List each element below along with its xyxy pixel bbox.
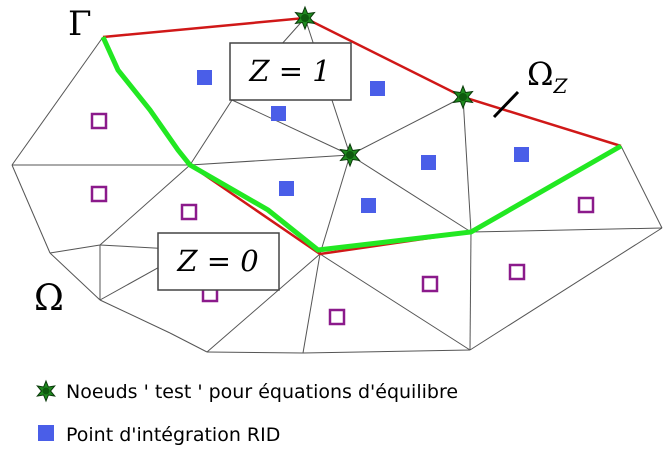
rid-point (370, 81, 385, 96)
omega-z-label: ΩZ (527, 55, 569, 98)
rid-points (197, 70, 529, 213)
integration-point-outside (90, 185, 108, 203)
z1-label: Z = 1 (248, 54, 330, 88)
integration-point-outside (421, 275, 439, 293)
rid-point (421, 155, 436, 170)
rid-point (361, 198, 376, 213)
rid-point (514, 147, 529, 162)
gamma-label: Γ (68, 4, 92, 44)
rid-point (271, 106, 286, 121)
legend-rid-point-label: Point d'intégration RID (66, 424, 280, 446)
rid-point (279, 181, 294, 196)
legend-blue-square-icon (38, 425, 54, 441)
z0-label-box: Z = 0 (157, 232, 280, 291)
rid-point (197, 70, 212, 85)
z1-label-box: Z = 1 (229, 42, 352, 101)
integration-point-outside (90, 112, 108, 130)
z0-label: Z = 0 (176, 244, 258, 278)
integration-point-outside (180, 203, 198, 221)
omega-label: Ω (34, 278, 64, 319)
gamma-boundary-green (100, 35, 623, 253)
test-node-star (452, 84, 474, 110)
test-nodes (294, 5, 474, 168)
other-points (90, 112, 595, 326)
legend: Noeuds ' test ' pour équations d'équilib… (36, 379, 458, 446)
rid-boundary-red (102, 16, 622, 148)
test-node-star (339, 142, 361, 168)
omega-z-pointer (492, 90, 520, 119)
integration-point-outside (328, 308, 346, 326)
integration-point-outside (577, 196, 595, 214)
legend-test-nodes-label: Noeuds ' test ' pour équations d'équilib… (66, 381, 458, 403)
legend-star-icon (36, 379, 56, 403)
integration-point-outside (508, 263, 526, 281)
test-node-star (294, 5, 316, 31)
